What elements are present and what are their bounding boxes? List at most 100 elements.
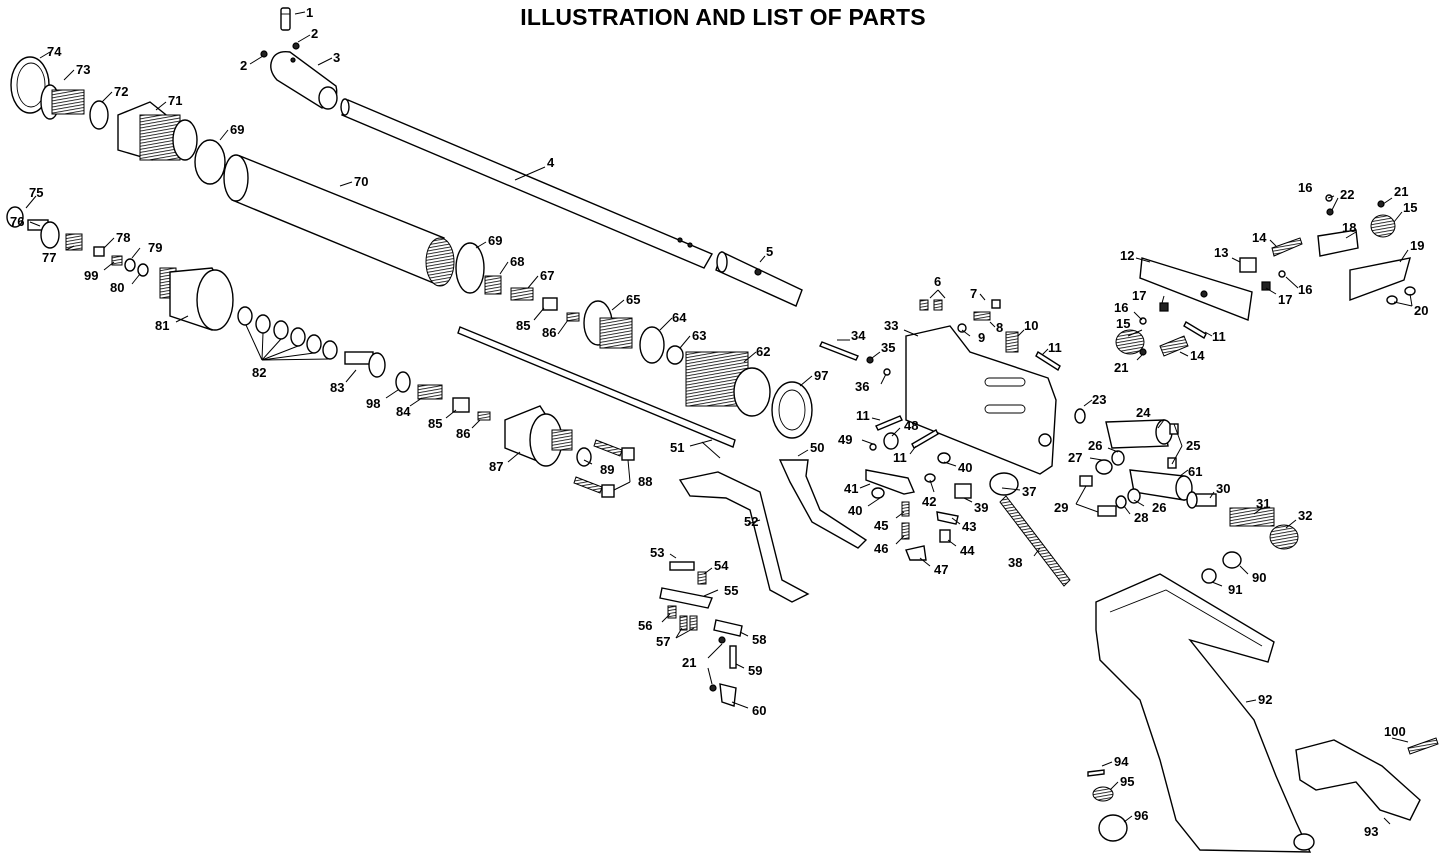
part-3-cap-icon [270,50,338,110]
part-46-spring-icon [901,522,910,540]
label-part-89: 89 [600,462,614,477]
part-80-icon [137,263,149,277]
label-part-76: 76 [10,214,24,229]
part-39-icon [954,483,972,499]
label-part-86: 86 [456,426,470,441]
label-part-14: 14 [1252,230,1267,245]
part-48-icon [883,432,899,450]
part-83-icon [344,351,386,378]
part-11-pin-icon [1035,350,1061,372]
label-part-29: 29 [1054,500,1068,515]
part-17-icon [1261,281,1271,291]
part-99-icon [111,255,123,266]
part-67-spring-icon [510,287,534,301]
part-59-icon [729,645,737,669]
label-part-88: 88 [638,474,652,489]
label-part-61: 61 [1188,464,1202,479]
part-77-icon [65,233,83,251]
label-part-5: 5 [766,244,773,259]
part-90-icon [1222,551,1242,569]
part-91-icon [1201,568,1217,584]
part-2-ball-icon [260,50,268,58]
part-21-icon [718,636,726,644]
label-part-33: 33 [884,318,898,333]
part-53-icon [669,561,695,571]
part-54-icon [697,571,707,585]
part-58-icon [713,619,743,637]
part-10-spring-icon [1005,331,1019,353]
label-part-59: 59 [748,663,762,678]
part-72-ring-icon [89,100,109,130]
label-part-65: 65 [626,292,640,307]
label-part-62: 62 [756,344,770,359]
part-11-pin-icon [911,429,939,449]
part-81-icon [159,267,234,331]
label-part-75: 75 [29,185,43,200]
label-part-43: 43 [962,519,976,534]
label-part-36: 36 [855,379,869,394]
label-part-68: 68 [510,254,524,269]
label-part-11: 11 [893,450,907,465]
part-37-icon [989,472,1019,496]
part-68-icon [484,275,502,295]
label-part-35: 35 [881,340,895,355]
label-part-24: 24 [1136,405,1151,420]
part-29-icon [1079,475,1093,487]
label-part-69: 69 [230,122,244,137]
label-part-79: 79 [148,240,162,255]
label-part-63: 63 [692,328,706,343]
label-part-53: 53 [650,545,664,560]
label-part-64: 64 [672,310,687,325]
part-19-icon [1349,257,1411,302]
part-71-icon [117,101,198,161]
part-23-icon [1074,408,1086,424]
part-62-icon [685,351,771,417]
part-30-icon [1186,491,1217,509]
label-part-67: 67 [540,268,554,283]
part-57-icon [679,615,698,631]
part-number-labels: 1 2 2 3 4 5 6 7 8 9 10 11 11 11 11 12 13… [10,5,1428,839]
part-15-knob-icon [1115,329,1145,355]
part-64-oring-icon [639,326,665,364]
label-part-26: 26 [1088,438,1102,453]
part-42-icon [924,473,936,483]
part-52-icon [678,471,810,603]
part-31-spring-icon [1229,507,1275,527]
part-9-icon [957,323,967,333]
part-12-rail-icon [1139,257,1253,321]
label-part-73: 73 [76,62,90,77]
part-20-screws-icon [1386,286,1416,305]
label-part-15: 15 [1403,200,1417,215]
label-part-92: 92 [1258,692,1272,707]
label-part-55: 55 [724,583,738,598]
label-part-85: 85 [428,416,442,431]
leader-lines [25,11,1413,825]
part-60-icon [719,683,737,707]
part-32-icon [1269,524,1299,550]
part-41-lever-icon [865,469,915,495]
label-part-7: 7 [970,286,977,301]
label-part-45: 45 [874,518,888,533]
part-8-icon [973,311,991,321]
label-part-56: 56 [638,618,652,633]
part-92-grip-icon [1095,573,1315,853]
label-part-41: 41 [844,481,858,496]
label-part-74: 74 [47,44,62,59]
label-part-69: 69 [488,233,502,248]
part-5-icon [715,251,803,307]
part-44-icon [939,529,951,543]
label-part-40: 40 [958,460,972,475]
label-part-10: 10 [1024,318,1038,333]
part-43-icon [936,511,959,525]
part-47-icon [905,545,927,561]
label-part-82: 82 [252,365,266,380]
label-part-3: 3 [333,50,340,65]
part-11-pin-icon [1183,321,1207,339]
label-part-1: 1 [306,5,313,20]
label-part-17: 17 [1132,288,1146,303]
label-part-58: 58 [752,632,766,647]
label-part-39: 39 [974,500,988,515]
part-16-icon [1278,270,1286,278]
part-24-icon [1105,419,1173,449]
